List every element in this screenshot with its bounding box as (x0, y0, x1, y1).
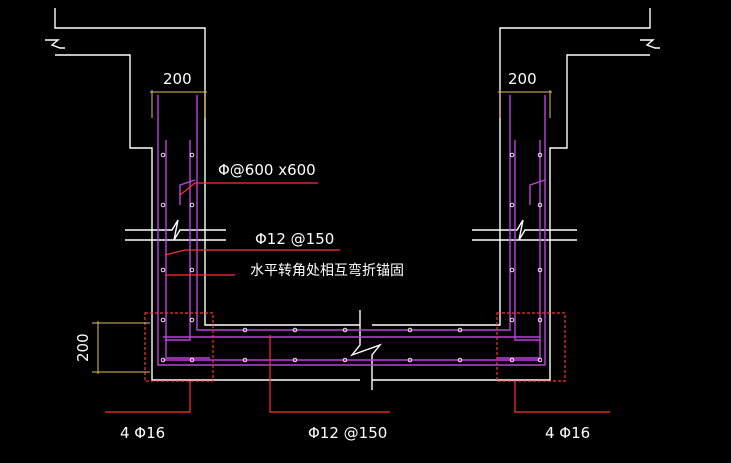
rebar-dot (537, 357, 543, 363)
rebar-dot (242, 327, 248, 333)
rebar-dot (189, 267, 195, 273)
leader-lines (105, 182, 610, 413)
concrete-outline (45, 8, 660, 390)
dim-side-label: 200 (74, 333, 92, 362)
left-top-outline (54, 8, 360, 326)
break-mark-bottom (349, 310, 383, 390)
rebar-dot (509, 317, 515, 323)
rebar-dot (509, 152, 515, 158)
rebar-dot (509, 202, 515, 208)
rebar-dot (407, 327, 413, 333)
rebar-dot (160, 152, 166, 158)
left-wall-bar-1 (165, 140, 210, 359)
break-mark-top-left (45, 39, 65, 49)
rebar-dot (242, 357, 248, 363)
break-mark-right-wall (472, 219, 577, 241)
break-mark-left-wall (125, 219, 226, 241)
rebar-dot (509, 267, 515, 273)
right-wall-bar-2 (514, 140, 540, 341)
rebar-dot (292, 327, 298, 333)
rebar-dot (189, 152, 195, 158)
rebar-dot (342, 327, 348, 333)
left-inner-bar (196, 95, 511, 331)
leader-stirrup (179, 182, 318, 196)
left-inner-outline (55, 54, 360, 381)
rebar-lines (157, 95, 546, 366)
right-inner-outline (372, 54, 650, 381)
right-top-outline (372, 8, 651, 326)
corner-bars-left-label: 4 Φ16 (120, 424, 165, 442)
rebar-dot (189, 202, 195, 208)
rebar-dot (189, 317, 195, 323)
corner-box-left (144, 312, 214, 382)
dimension-lines (92, 90, 552, 374)
rebar-dot (160, 357, 166, 363)
wall-bar-spec-label: Φ12 @150 (255, 230, 334, 248)
stirrup-right (529, 179, 546, 205)
rebar-dot (457, 327, 463, 333)
left-wall-bar-2 (165, 140, 191, 341)
leader-bottom-slab (269, 335, 390, 413)
rebar-dot (160, 267, 166, 273)
rebar-dot (189, 357, 195, 363)
rebar-dot (537, 267, 543, 273)
corner-note-label: 水平转角处相互弯折锚固 (250, 262, 404, 279)
leader-wall-bar (164, 249, 340, 256)
rebar-dot (407, 357, 413, 363)
left-outer-bar (157, 95, 546, 366)
stirrup-spec-label: Φ@600 x600 (218, 161, 316, 179)
rebar-dot (292, 357, 298, 363)
rebar-dot (537, 152, 543, 158)
leader-bottom-right (514, 381, 610, 413)
rebar-dots (160, 152, 543, 363)
slab-bar-spec-label: Φ12 @150 (308, 424, 387, 442)
dim-right-top-label: 200 (508, 70, 537, 88)
rebar-dot (160, 317, 166, 323)
rebar-dot (457, 357, 463, 363)
rebar-dot (537, 202, 543, 208)
corner-box-right (496, 312, 566, 382)
corner-bars-right-label: 4 Φ16 (545, 424, 590, 442)
leader-bottom-left (105, 381, 191, 413)
dim-left-top-label: 200 (163, 70, 192, 88)
rebar-dot (509, 357, 515, 363)
stirrup-left (179, 179, 196, 205)
corner-zones (144, 312, 566, 382)
rebar-dot (342, 357, 348, 363)
rebar-dot (160, 202, 166, 208)
break-mark-top-right (640, 39, 660, 49)
right-wall-bar-1 (497, 140, 541, 359)
rebar-dot (537, 317, 543, 323)
